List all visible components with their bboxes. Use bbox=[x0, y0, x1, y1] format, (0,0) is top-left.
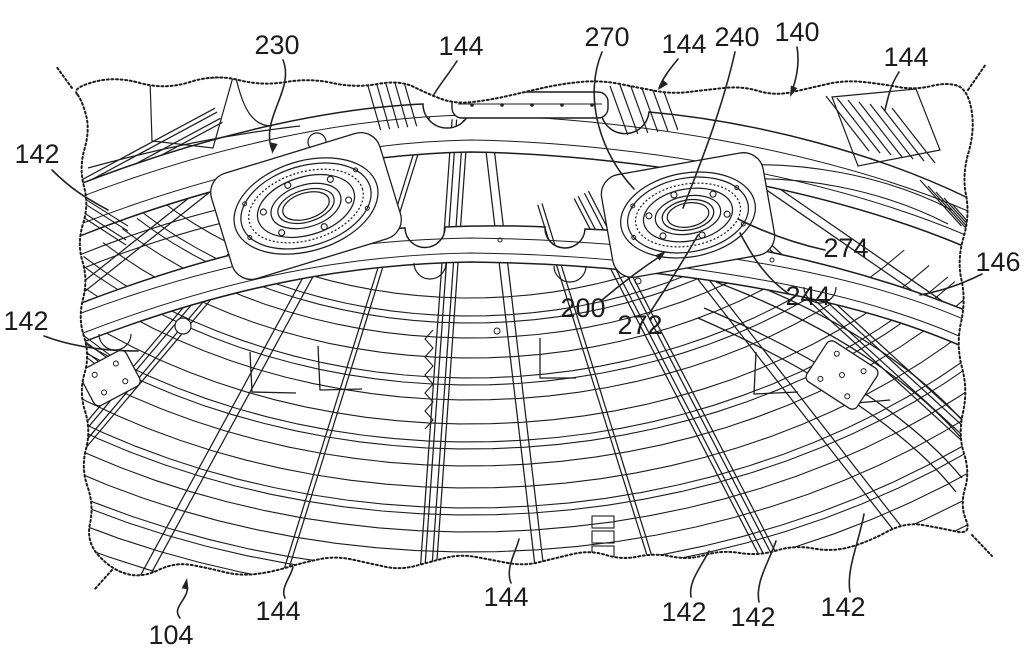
ref-label-142: 142 bbox=[14, 139, 59, 169]
ref-label-270: 270 bbox=[584, 22, 629, 52]
leader-arrowhead bbox=[655, 251, 666, 261]
ref-label-200: 200 bbox=[560, 293, 605, 323]
leader-line-146 bbox=[919, 273, 983, 296]
ref-label-144: 144 bbox=[255, 596, 300, 626]
leader-line-272 bbox=[648, 234, 699, 315]
leader-line-240 bbox=[682, 51, 736, 209]
break-line-tails bbox=[55, 63, 993, 591]
leader-line-270 bbox=[593, 51, 635, 190]
leader-line-144 bbox=[283, 566, 294, 599]
structure-art bbox=[76, 77, 973, 576]
ref-label-274: 274 bbox=[823, 233, 868, 263]
break-line-border bbox=[75, 76, 974, 577]
leader-line-142 bbox=[757, 540, 777, 603]
ref-label-272: 272 bbox=[617, 310, 662, 340]
ref-label-142: 142 bbox=[730, 602, 775, 632]
leader-line-142 bbox=[51, 169, 109, 211]
ref-label-140: 140 bbox=[774, 17, 819, 47]
leader-arrowhead bbox=[790, 85, 798, 97]
ref-label-240: 240 bbox=[714, 22, 759, 52]
ref-label-244: 244 bbox=[785, 281, 830, 311]
leader-line-144 bbox=[884, 71, 900, 111]
ref-label-144: 144 bbox=[438, 31, 483, 61]
leader-line-144 bbox=[432, 60, 458, 97]
leader-line-142 bbox=[848, 513, 865, 593]
ref-label-230: 230 bbox=[254, 30, 299, 60]
leader-line-274 bbox=[737, 218, 826, 251]
leader-line-142 bbox=[43, 335, 139, 352]
leader-arrowhead bbox=[658, 79, 668, 90]
leader-arrowhead bbox=[181, 578, 189, 590]
leader-line-144 bbox=[508, 538, 520, 584]
ref-label-144: 144 bbox=[883, 42, 928, 72]
ref-label-142: 142 bbox=[820, 592, 865, 622]
ref-label-144: 144 bbox=[483, 582, 528, 612]
ref-label-142: 142 bbox=[661, 597, 706, 627]
leader-line-200 bbox=[601, 256, 660, 301]
leader-line-244 bbox=[739, 232, 790, 295]
leader-line-230 bbox=[268, 59, 287, 151]
ref-label-144: 144 bbox=[661, 29, 706, 59]
leader-line-142 bbox=[689, 550, 710, 598]
ref-label-142: 142 bbox=[3, 306, 48, 336]
ref-label-146: 146 bbox=[975, 247, 1020, 277]
leader-arrowhead bbox=[270, 142, 278, 154]
ref-label-104: 104 bbox=[148, 620, 193, 650]
reference-annotations: 230 144 270 144 240 140 144 142 142 146 274 244 200 2… bbox=[3, 17, 1020, 650]
